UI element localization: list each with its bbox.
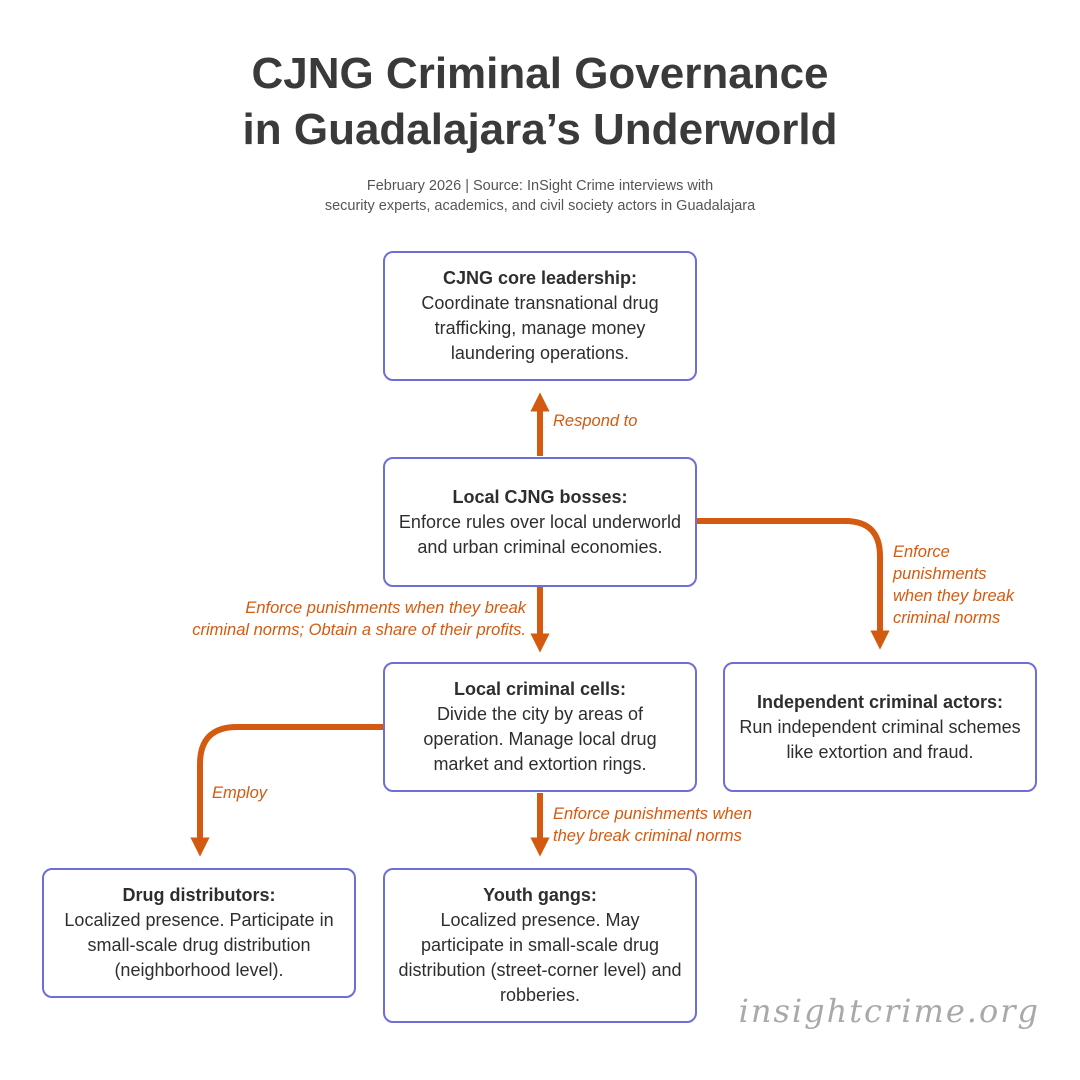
edge-label-respond-to: Respond to	[553, 410, 637, 432]
edge-label-employ: Employ	[212, 782, 267, 804]
node-title: CJNG core leadership:	[442, 268, 638, 288]
node-independent-criminal-actors: Independent criminal actors: Run indepen…	[723, 662, 1037, 792]
edge-label-line: punishments	[893, 565, 987, 583]
node-title: Drug distributors:	[122, 885, 276, 905]
edge-label-line: Enforce	[893, 543, 950, 561]
node-title: Local criminal cells:	[453, 679, 627, 699]
node-description: Divide the city by areas of operation. M…	[423, 704, 657, 774]
node-description: Coordinate transnational drug traffickin…	[421, 293, 659, 363]
subtitle: February 2026 | Source: InSight Crime in…	[0, 176, 1080, 216]
edge-label-cells-to-youth: Enforce punishments when they break crim…	[553, 803, 752, 847]
subtitle-line-1: February 2026 | Source: InSight Crime in…	[366, 178, 714, 194]
edge-label-line: Enforce punishments when	[553, 805, 753, 823]
edge-label-line: they break criminal norms	[553, 827, 742, 845]
node-title: Local CJNG bosses:	[452, 486, 628, 507]
title-line-1: CJNG Criminal Governance	[251, 49, 829, 98]
node-title: Youth gangs:	[483, 885, 597, 905]
node-description: Localized presence. May participate in s…	[398, 910, 682, 1005]
subtitle-line-2: security experts, academics, and civil s…	[324, 198, 756, 214]
title-line-2: in Guadalajara’s Underworld	[242, 105, 838, 154]
node-local-cjng-bosses: Local CJNG bosses: Enforce rules over lo…	[383, 457, 697, 587]
edge-label-bosses-to-cells: Enforce punishments when they break crim…	[130, 597, 526, 641]
edge-label-line: Employ	[212, 784, 268, 802]
node-title: Independent criminal actors:	[756, 691, 1004, 712]
arrow-cells-to-distributors	[190, 724, 383, 857]
arrow-bosses-to-independent	[697, 518, 890, 650]
edge-label-line: Respond to	[553, 412, 638, 430]
edge-label-line: criminal norms; Obtain a share of their …	[192, 621, 526, 639]
node-description: Localized presence. Participate in small…	[64, 910, 334, 980]
node-local-criminal-cells: Local criminal cells: Divide the city by…	[383, 662, 697, 792]
watermark-logo: insightcrime.org	[738, 992, 1040, 1030]
node-drug-distributors: Drug distributors: Localized presence. P…	[42, 868, 356, 998]
edge-label-line: Enforce punishments when they break	[245, 599, 526, 617]
edge-label-line: criminal norms	[893, 609, 1001, 627]
node-cjng-core-leadership: CJNG core leadership: Coordinate transna…	[383, 251, 697, 381]
node-youth-gangs: Youth gangs: Localized presence. May par…	[383, 868, 697, 1023]
edge-label-line: when they break	[893, 587, 1015, 605]
node-description: Run independent criminal schemes like ex…	[739, 716, 1021, 762]
node-description: Enforce rules over local underworld and …	[398, 511, 682, 557]
page-title: CJNG Criminal Governance in Guadalajara’…	[0, 46, 1080, 158]
edge-label-bosses-to-independent: Enforce punishments when they break crim…	[893, 541, 1014, 629]
